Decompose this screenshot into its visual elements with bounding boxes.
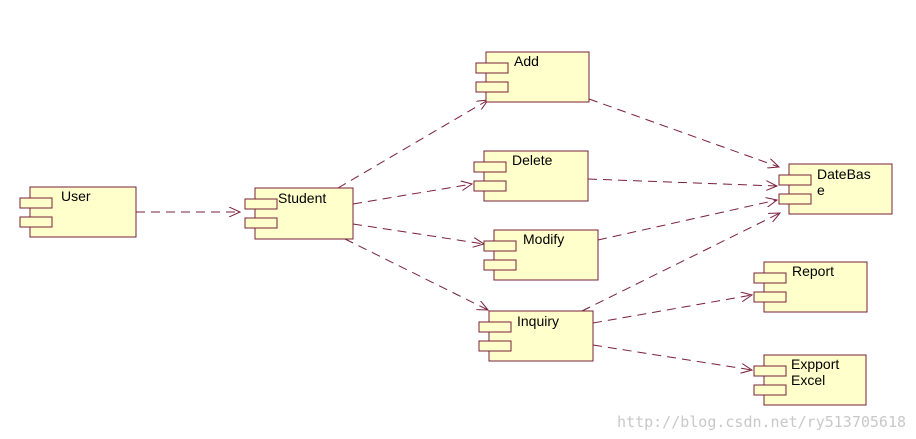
add-component-tab-2 [475,81,509,93]
report-component-tab-1 [753,272,787,284]
export-excel-component-label: Expport Excel [791,356,840,388]
modify-component-body [493,229,599,281]
student-component-tab-2 [244,217,278,229]
export-excel-component [753,354,867,406]
dependency-arrow-student-to-delete [352,184,472,205]
user-component-label: User [61,188,91,204]
user-component-tab-2 [19,216,53,228]
dependency-arrow-student-to-modify [352,223,484,244]
dependency-arrow-student-to-add [337,100,488,189]
components [19,51,893,406]
delete-component-body [483,150,589,202]
modify-component-label: Modify [523,231,565,247]
delete-component-tab-1 [473,161,507,173]
user-component-body [29,186,137,238]
modify-component [483,229,599,281]
export-excel-component-tab-1 [753,365,787,377]
student-component-label: Student [278,190,327,206]
add-component-body [485,51,590,103]
database-component [778,163,893,215]
dependency-arrow-modify-to-database [597,200,777,241]
watermark-url: http://blog.csdn.net/ry513705618 [617,413,906,431]
student-component [244,187,354,240]
report-component-tab-2 [753,291,787,303]
delete-component-tab-2 [473,180,507,192]
dependency-arrow-inquiry-to-database [581,213,780,312]
inquiry-component-body [488,310,594,362]
delete-component-label: Delete [512,152,553,168]
dependency-arrow-inquiry-to-report [592,295,752,324]
user-component [19,186,137,238]
export-excel-component-tab-2 [753,384,787,396]
inquiry-component [478,310,594,362]
dependency-arrow-student-to-inquiry [344,238,488,310]
add-component-tab-1 [475,62,509,74]
add-component-label: Add [514,53,539,69]
student-component-tab-1 [244,198,278,210]
export-excel-component-body [763,354,867,406]
database-component-label: DateBas e [817,166,871,198]
dependency-arrow-delete-to-database [587,178,777,186]
report-component-label: Report [792,263,835,279]
inquiry-component-tab-2 [478,340,512,352]
dependency-arrows [136,98,780,370]
student-component-body [254,187,354,240]
dependency-arrow-add-to-database [588,98,779,167]
dependency-arrow-inquiry-to-export-excel [592,344,752,370]
report-component [753,261,868,313]
database-component-tab-1 [778,174,812,186]
database-component-body [788,163,893,215]
modify-component-tab-2 [483,259,517,271]
add-component [475,51,590,103]
inquiry-component-label: Inquiry [517,313,560,329]
modify-component-tab-1 [483,240,517,252]
report-component-body [763,261,868,313]
database-component-tab-2 [778,193,812,205]
delete-component [473,150,589,202]
inquiry-component-tab-1 [478,321,512,333]
user-component-tab-1 [19,197,53,209]
